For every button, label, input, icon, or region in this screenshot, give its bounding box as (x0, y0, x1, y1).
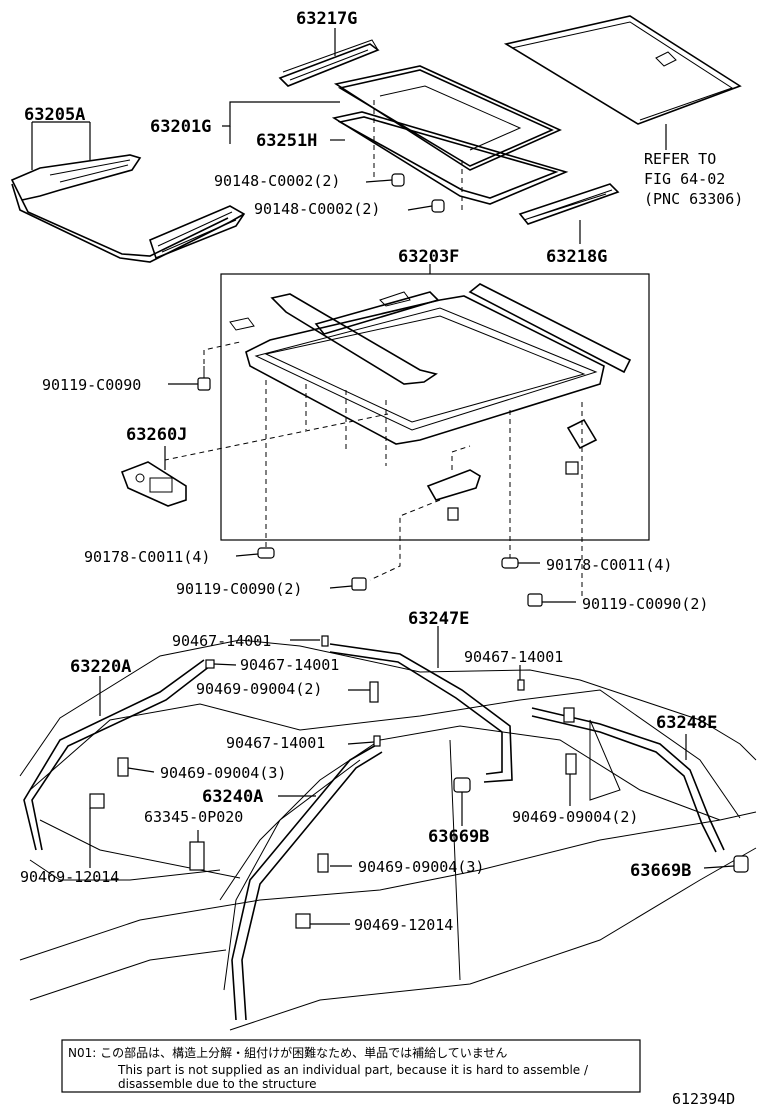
label-63203f: 63203F (398, 247, 459, 267)
label-90467-c: 90467-14001 (464, 648, 563, 666)
drain-hose-63240a (231, 743, 383, 1021)
label-refer-2: FIG 64-02 (644, 170, 725, 188)
label-90178-b: 90178-C0011(4) (546, 556, 672, 574)
label-63220a: 63220A (70, 657, 131, 677)
note-en-1: This part is not supplied as an individu… (117, 1063, 589, 1077)
grommet-90178-b (501, 557, 519, 569)
drain-hose-63247e (329, 643, 513, 783)
label-63240a: 63240A (202, 787, 263, 807)
label-90469-a: 90469-09004(2) (196, 680, 322, 698)
label-90467-b: 90467-14001 (240, 656, 339, 674)
bracket-right (565, 418, 598, 475)
label-63669b-a: 63669B (428, 827, 489, 847)
rail-63218g (518, 183, 620, 225)
label-90119-b: 90119-C0090(2) (176, 580, 302, 598)
figure-id: 612394D (672, 1090, 735, 1108)
label-refer-1: REFER TO (644, 150, 716, 168)
housing-box (220, 273, 650, 541)
drain-hose-63220a (23, 659, 211, 851)
motor-63260j (120, 461, 187, 507)
label-90469-d: 90469-09004(3) (358, 858, 484, 876)
clip-parts (89, 635, 749, 929)
bolt-90119-b (351, 577, 367, 591)
grommet-90178-a (257, 547, 275, 559)
label-90148-b: 90148-C0002(2) (254, 200, 380, 218)
label-63247e: 63247E (408, 609, 469, 629)
rail-63217g (278, 39, 380, 87)
sunshade (503, 15, 742, 125)
label-90178-a: 90178-C0011(4) (84, 548, 210, 566)
label-90467-a: 90467-14001 (172, 632, 271, 650)
label-63345: 63345-0P020 (144, 808, 243, 826)
label-refer-3: (PNC 63306) (644, 190, 743, 208)
bolt-90119-c (527, 593, 543, 607)
glass-panel-63201g (333, 65, 562, 171)
note-jp: N01: この部品は、構造上分解・組付けが困難なため、単品では補給していません (68, 1045, 507, 1060)
drain-hose-63248e (531, 707, 725, 853)
bracket-center (426, 469, 481, 521)
label-90469-f: 90469-12014 (354, 916, 453, 934)
note-box (61, 1039, 641, 1093)
label-63260j: 63260J (126, 425, 187, 445)
label-63205a: 63205A (24, 105, 85, 125)
label-63669b-b: 63669B (630, 861, 691, 881)
label-90119-a: 90119-C0090 (42, 376, 141, 394)
frame-63205a (10, 154, 246, 263)
seal-63251h (331, 111, 569, 205)
label-90148-a: 90148-C0002(2) (214, 172, 340, 190)
label-90467-d: 90467-14001 (226, 734, 325, 752)
clip-90148-b (431, 199, 445, 213)
clip-90148-a (391, 173, 405, 187)
label-90469-c: 90469-09004(2) (512, 808, 638, 826)
label-63201g: 63201G (150, 117, 211, 137)
label-63218g: 63218G (546, 247, 607, 267)
bolt-90119-a (197, 366, 211, 391)
label-90119-c: 90119-C0090(2) (582, 595, 708, 613)
car-body-outline (19, 639, 757, 1031)
label-63217g: 63217G (296, 9, 357, 29)
label-63248e: 63248E (656, 713, 717, 733)
housing-63203f (229, 283, 632, 445)
note-en-2: disassemble due to the structure (118, 1077, 317, 1091)
label-90469-b: 90469-09004(3) (160, 764, 286, 782)
label-63251h: 63251H (256, 131, 317, 151)
label-90469-e: 90469-12014 (20, 868, 119, 886)
